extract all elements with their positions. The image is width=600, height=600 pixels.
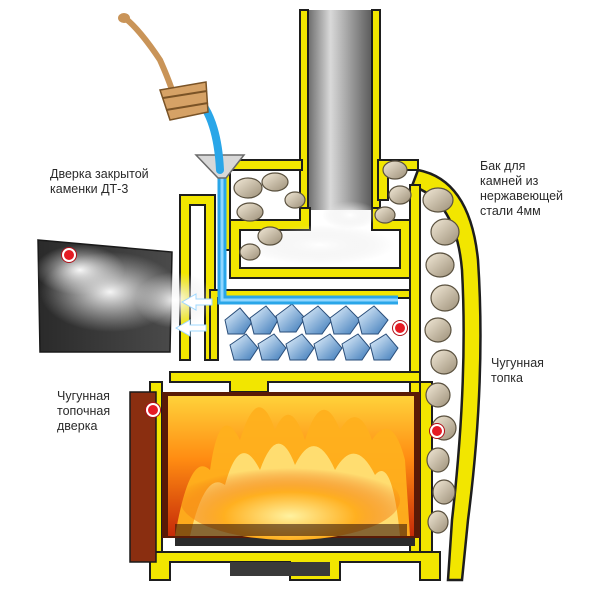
red-marker-icon xyxy=(146,403,160,417)
red-marker-icon xyxy=(393,321,407,335)
label-firebox-line2: топка xyxy=(491,371,524,385)
label-fire-door-line1: Чугунная xyxy=(57,389,110,403)
steam-cloud xyxy=(35,245,215,332)
water-channel xyxy=(217,178,398,305)
label-tank-line4: стали 4мм xyxy=(480,204,541,218)
label-firebox-line1: Чугунная xyxy=(491,356,544,370)
firebox-fire xyxy=(162,392,420,540)
label-tank-line1: Бак для xyxy=(480,159,526,173)
hot-stones xyxy=(224,303,399,361)
steam-arrows xyxy=(174,293,213,337)
red-marker-icon xyxy=(62,248,76,262)
ash-tray xyxy=(230,562,330,576)
label-tank: Бак для камней из нержавеющей стали 4мм xyxy=(480,159,563,219)
fire-door xyxy=(129,391,157,563)
label-door-dt3-line1: Дверка закрытой xyxy=(50,167,149,181)
label-fire-door-line3: дверка xyxy=(57,419,98,433)
column-stones xyxy=(422,187,460,534)
label-door-dt3-line2: каменки ДТ-3 xyxy=(50,182,129,196)
label-fire-door-line2: топочная xyxy=(57,404,111,418)
label-firebox: Чугунная топка xyxy=(491,356,544,386)
ladle-icon xyxy=(118,13,209,121)
chimney-pipe xyxy=(299,9,381,211)
label-door-dt3: Дверка закрытой каменки ДТ-3 xyxy=(50,167,149,197)
red-marker-icon xyxy=(430,424,444,438)
label-tank-line3: нержавеющей xyxy=(480,189,564,203)
label-fire-door: Чугунная топочная дверка xyxy=(57,389,110,434)
tank-stones xyxy=(233,160,412,261)
label-tank-line2: камней из xyxy=(480,174,539,188)
